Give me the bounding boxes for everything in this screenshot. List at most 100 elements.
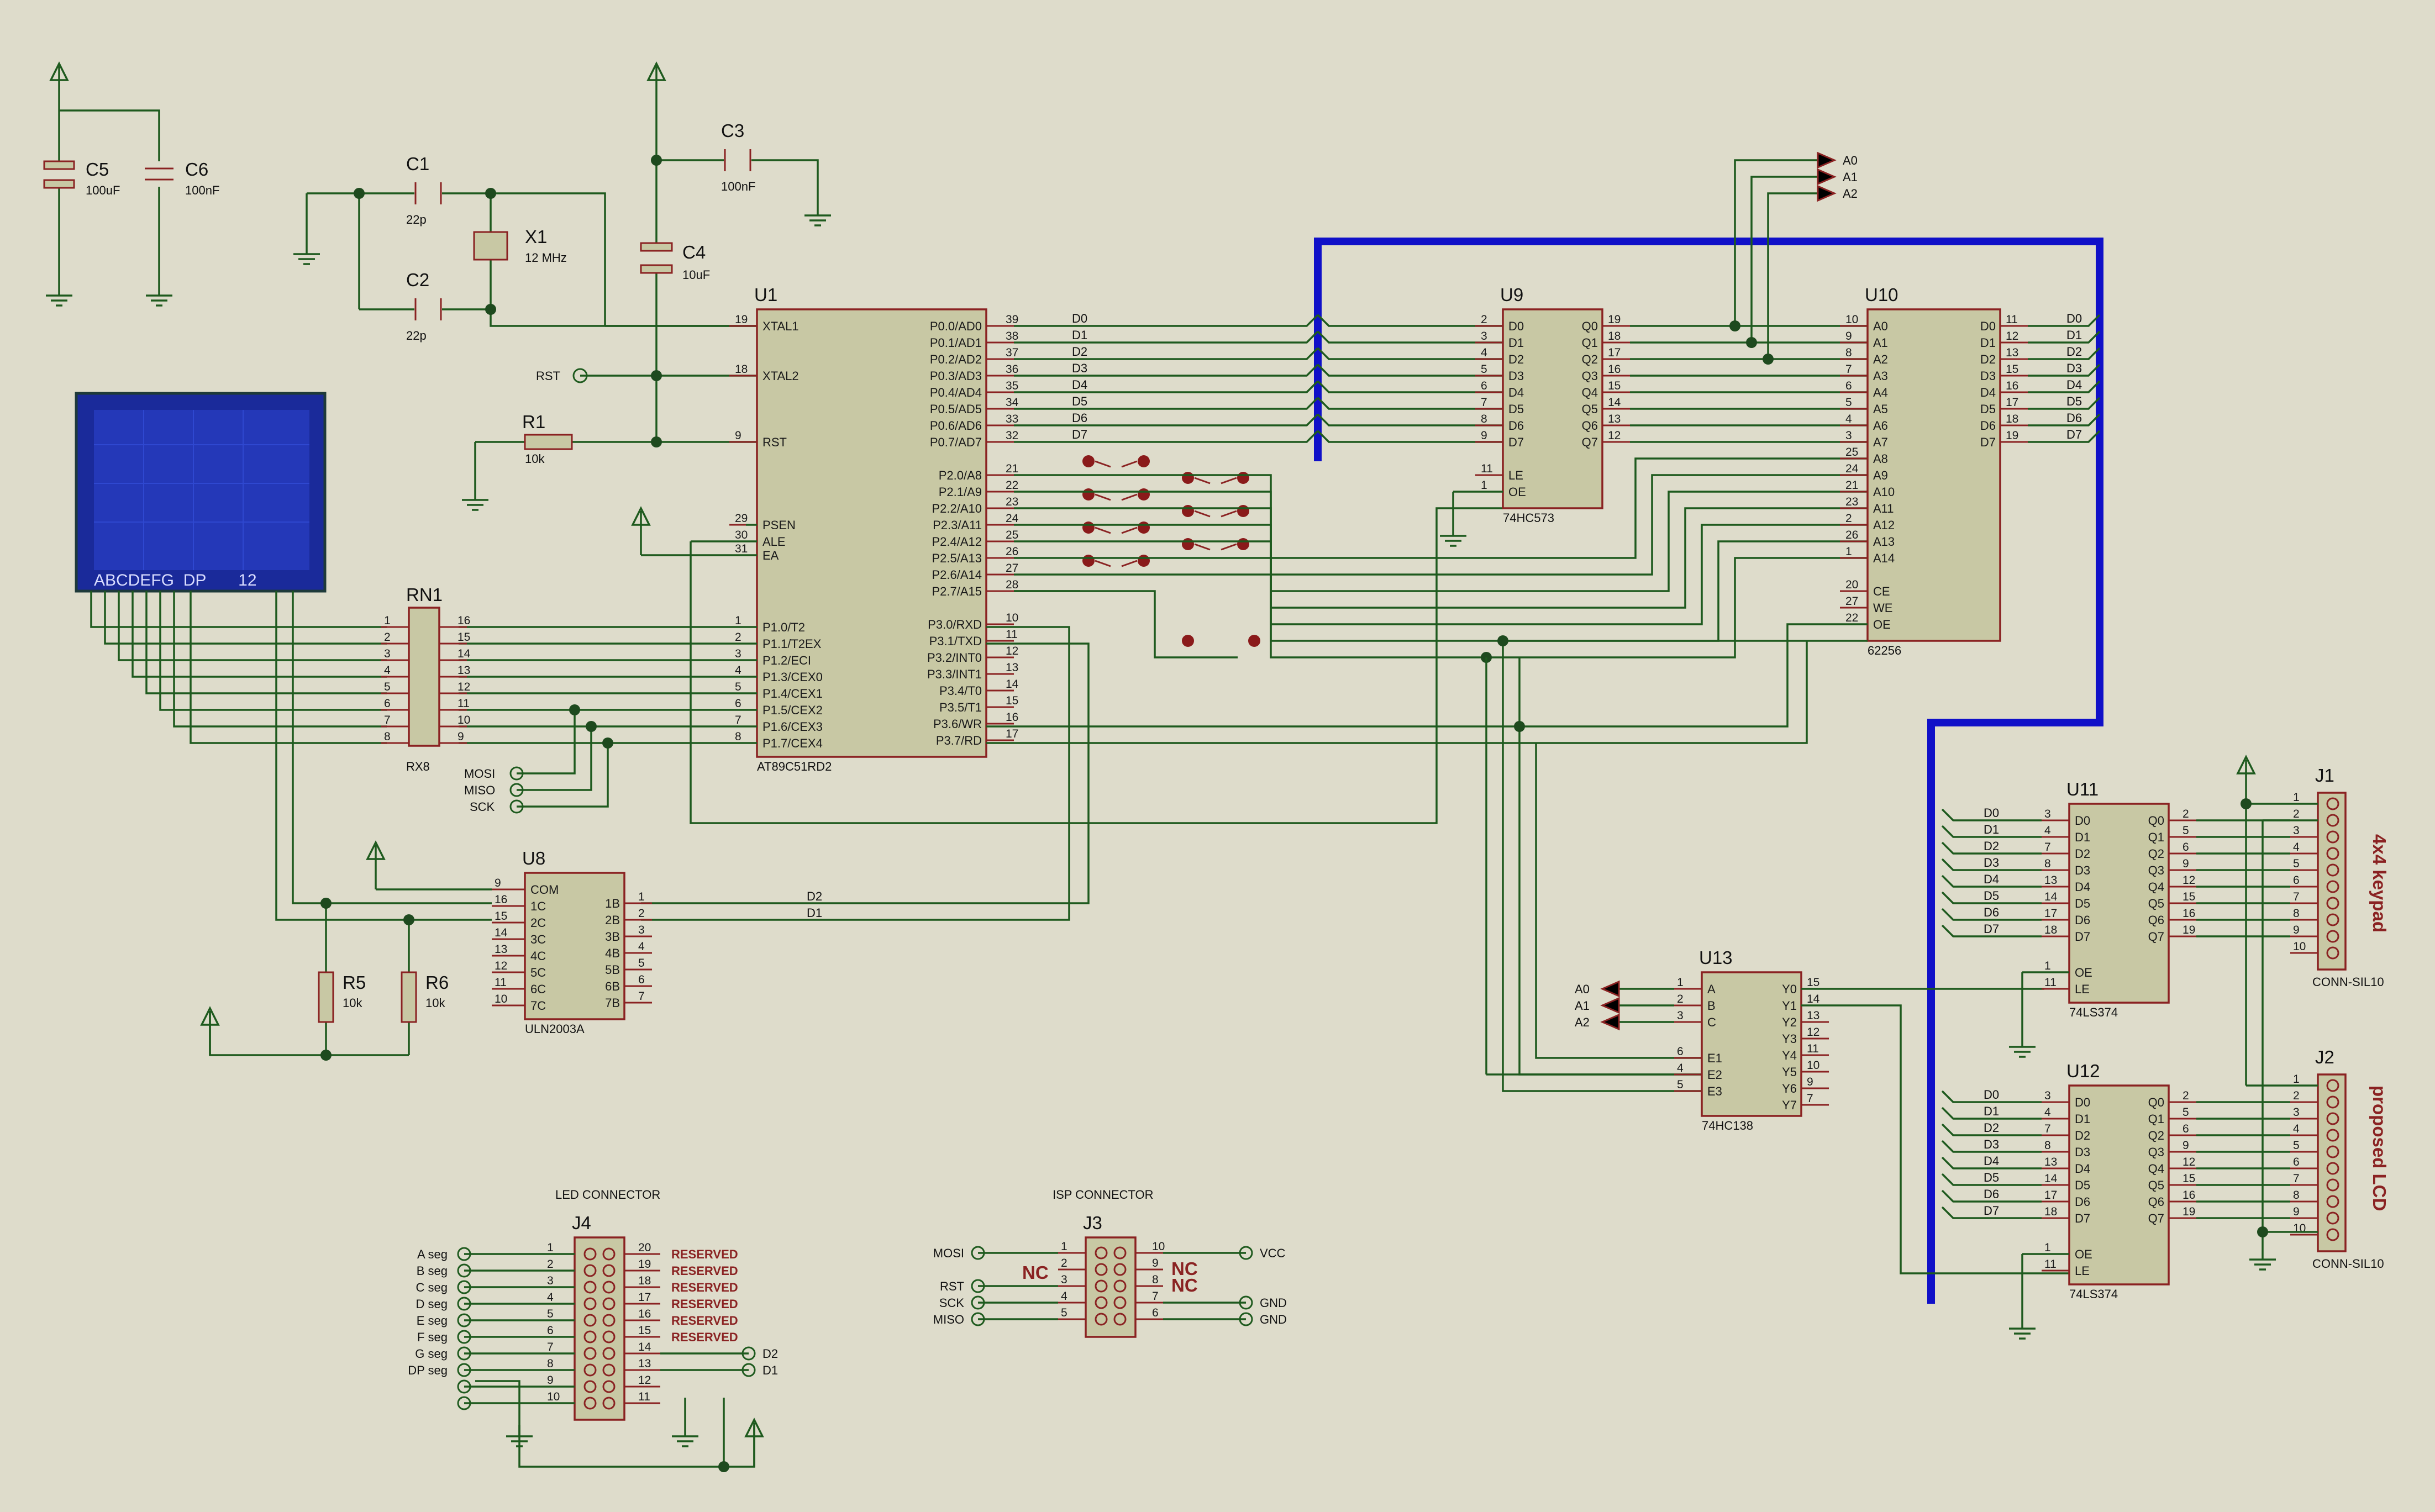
u10-pin-name: D0 [1980,319,1996,333]
j4-net-label: D1 [762,1363,778,1377]
u10-pin-name: A5 [1873,402,1888,416]
u9-pin-name: Q5 [1582,402,1598,416]
p0-net-label: D2 [1072,345,1087,359]
latch-pin-num: 11 [2044,976,2057,989]
u1-pin-name: P2.7/A15 [932,584,982,598]
u10-pin-num: 15 [2006,363,2018,376]
u1-pin-num: 27 [1006,562,1018,575]
latch-net-label: D3 [1984,856,1999,870]
a2-low-label: A2 [1575,1015,1590,1029]
u1-pin-name: P2.5/A13 [932,551,982,565]
sil-pin-num: 4 [2293,841,2300,854]
latch-net-label: D0 [1984,1088,1999,1102]
u8-value: ULN2003A [525,1022,585,1036]
latch-pin-name: D0 [2075,814,2090,828]
j4-pin-num: 19 [638,1258,651,1271]
u1-pin-num: 32 [1006,429,1018,442]
j3-pin-num: 9 [1152,1257,1159,1269]
u8-pin-name: 1B [605,897,620,910]
rn1-pin-num: 6 [384,697,391,710]
u10-net-label: D2 [2066,345,2082,359]
latch-pin-name: OE [2075,966,2092,979]
u13-pin-num: 1 [1677,976,1684,989]
u1-pin-num: 14 [1006,678,1019,691]
r5-value: 10k [343,996,362,1010]
sil-pin-num: 2 [2293,1089,2300,1102]
u13-pin-name: E3 [1707,1084,1722,1098]
u8-pin-name: 6C [530,982,546,996]
rn1-pin-num: 4 [384,664,391,677]
u13-pin-num: 5 [1677,1078,1684,1091]
j4-pin-num: 4 [547,1291,554,1304]
decoupling-caps: C5 100uF C6 100nF [43,62,219,307]
u8-pin-num: 14 [495,926,508,939]
u13-pin-name: Y3 [1782,1032,1797,1046]
latch-net-label: D1 [1984,1104,1999,1118]
u1-pin-num: 37 [1006,346,1018,359]
u9-pin-name: D6 [1508,419,1524,433]
u9-pin-name: Q1 [1582,336,1598,350]
j4-pin-num: 20 [638,1241,651,1254]
latch-pin-name: Q4 [2148,1162,2164,1176]
j3-left-label: MISO [933,1313,964,1326]
u1-pin-name: P2.0/A8 [939,468,982,482]
u10-pin-num: 25 [1845,446,1858,459]
u10-pin-name: A4 [1873,386,1888,399]
u1-pin-num: 5 [735,681,741,693]
j4-pin-num: 16 [638,1308,651,1320]
u1-pin-name: P1.0/T2 [762,620,805,634]
latch-pin-num: 14 [2044,891,2058,903]
latch-pin-num: 9 [2182,1139,2189,1152]
u13-pin-name: E1 [1707,1051,1722,1065]
latch-pin-name: D7 [2075,1211,2090,1225]
u1-pin-name: P3.0/RXD [928,618,982,631]
latch-net-label: D4 [1984,1154,1999,1168]
j3-left-label: RST [940,1279,964,1293]
latch-pin-name: OE [2075,1247,2092,1261]
latch-pin-num: 19 [2182,924,2195,936]
u1-pin-name: P2.2/A10 [932,502,982,515]
latch-pin-num: 15 [2182,891,2195,903]
sil-pin-num: 1 [2293,1073,2300,1086]
u10-pin-num: 20 [1845,578,1858,591]
j3-right-label: GND [1260,1296,1287,1310]
p0-net-label: D5 [1072,394,1087,408]
r1-ref: R1 [522,412,545,432]
u1-pin-name: P1.7/CEX4 [762,736,823,750]
c3-value: 100nF [721,180,755,193]
u1-pin-name: P3.3/INT1 [927,667,982,681]
rn1-pin-num: 5 [384,681,391,693]
u1-pin-name: P0.4/AD4 [930,386,982,399]
latch-pin-num: 3 [2044,808,2051,820]
j4-left-label: F seg [417,1330,448,1344]
latch-pin-num: 3 [2044,1089,2051,1102]
sil-pin-num: 3 [2293,824,2300,837]
u1-pin-num: 22 [1006,479,1018,492]
u9-pin-name: LE [1508,468,1523,482]
latch-pin-name: D5 [2075,1178,2090,1192]
u9-pin-num: 18 [1608,330,1621,343]
rn1-pin-num: 11 [457,697,470,710]
u13-pin-name: Y2 [1782,1015,1797,1029]
latch-pin-name: Q2 [2148,847,2164,861]
latch-pin-name: Q5 [2148,1178,2164,1192]
j4-left-label: DP seg [408,1363,448,1377]
u11-ref: U11 [2066,779,2099,799]
u13-pin-name: Y7 [1782,1098,1797,1112]
r5-ref: R5 [343,972,366,993]
u1-pin-name: P0.6/AD6 [930,419,982,433]
u1-pin-name: P0.3/AD3 [930,369,982,383]
u9-value: 74HC573 [1503,511,1554,525]
u8-pin-num: 2 [638,907,645,920]
u8-pin-name: 4B [605,946,620,960]
j4-pin-num: 6 [547,1324,554,1337]
j3-ref: J3 [1083,1213,1102,1233]
latch-pin-name: D2 [2075,847,2090,861]
lcd-module: ABCDEFG DP 12 [75,392,492,921]
u1-pin-num: 26 [1006,545,1018,558]
u10-pin-num: 9 [1845,330,1852,343]
u10-pin-name: A13 [1873,535,1895,549]
u1-pin-name: P3.1/TXD [929,634,982,648]
